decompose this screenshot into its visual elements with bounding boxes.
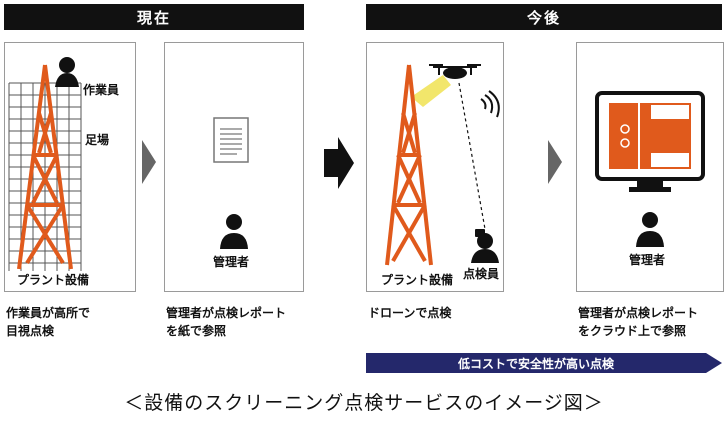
dashed-link [458,82,486,230]
benefit-banner-text: 低コストで安全性が高い点検 [457,356,614,371]
tower-icon [385,64,433,266]
drone-icon [429,64,481,79]
panel-future-manager: 管理者 [576,42,724,292]
plant-label-current: プラント設備 [17,273,90,287]
scaffold-label: 足場 [85,133,110,147]
header-future: 今後 [366,4,722,30]
manager-icon [636,212,664,247]
arrow-icon [548,140,562,184]
caption-panel-1: 作業員が高所で 目視点検 [6,306,91,338]
arrow-icon [142,140,156,184]
inspector-icon [471,229,499,263]
banner-arrow-icon [706,353,722,373]
manager-label-1: 管理者 [213,255,250,269]
document-icon [213,117,249,163]
caption-panel-4: 管理者が点検レポート をクラウド上で参照 [578,306,699,338]
figure-caption: ＜設備のスクリーニング点検サービスのイメージ図＞ [124,392,604,414]
plant-label-future: プラント設備 [381,273,454,287]
panel-future-drone: プラント設備 点検員 [366,42,504,292]
scaffold-tower-illustration [8,57,82,271]
panel-current-manager: 管理者 [164,42,304,292]
header-current: 現在 [4,4,304,30]
signal-icon [480,90,500,118]
manager-icon [220,214,248,249]
big-arrow-icon [324,137,354,189]
worker-label: 作業員 [83,83,120,97]
monitor-icon [595,91,705,192]
worker-icon [55,57,79,87]
inspector-label: 点検員 [463,267,500,281]
drone-inspection-illustration [385,64,500,266]
manager-label-2: 管理者 [629,253,666,267]
caption-panel-3: ドローンで点検 [368,306,452,320]
caption-panel-2: 管理者が点検レポート を紙で参照 [166,306,287,338]
panel-current-worker: 作業員 足場 プラント設備 [4,42,136,292]
benefit-banner: 低コストで安全性が高い点検 [366,353,706,373]
camera-beam [411,75,451,107]
tower-icon [17,64,73,270]
